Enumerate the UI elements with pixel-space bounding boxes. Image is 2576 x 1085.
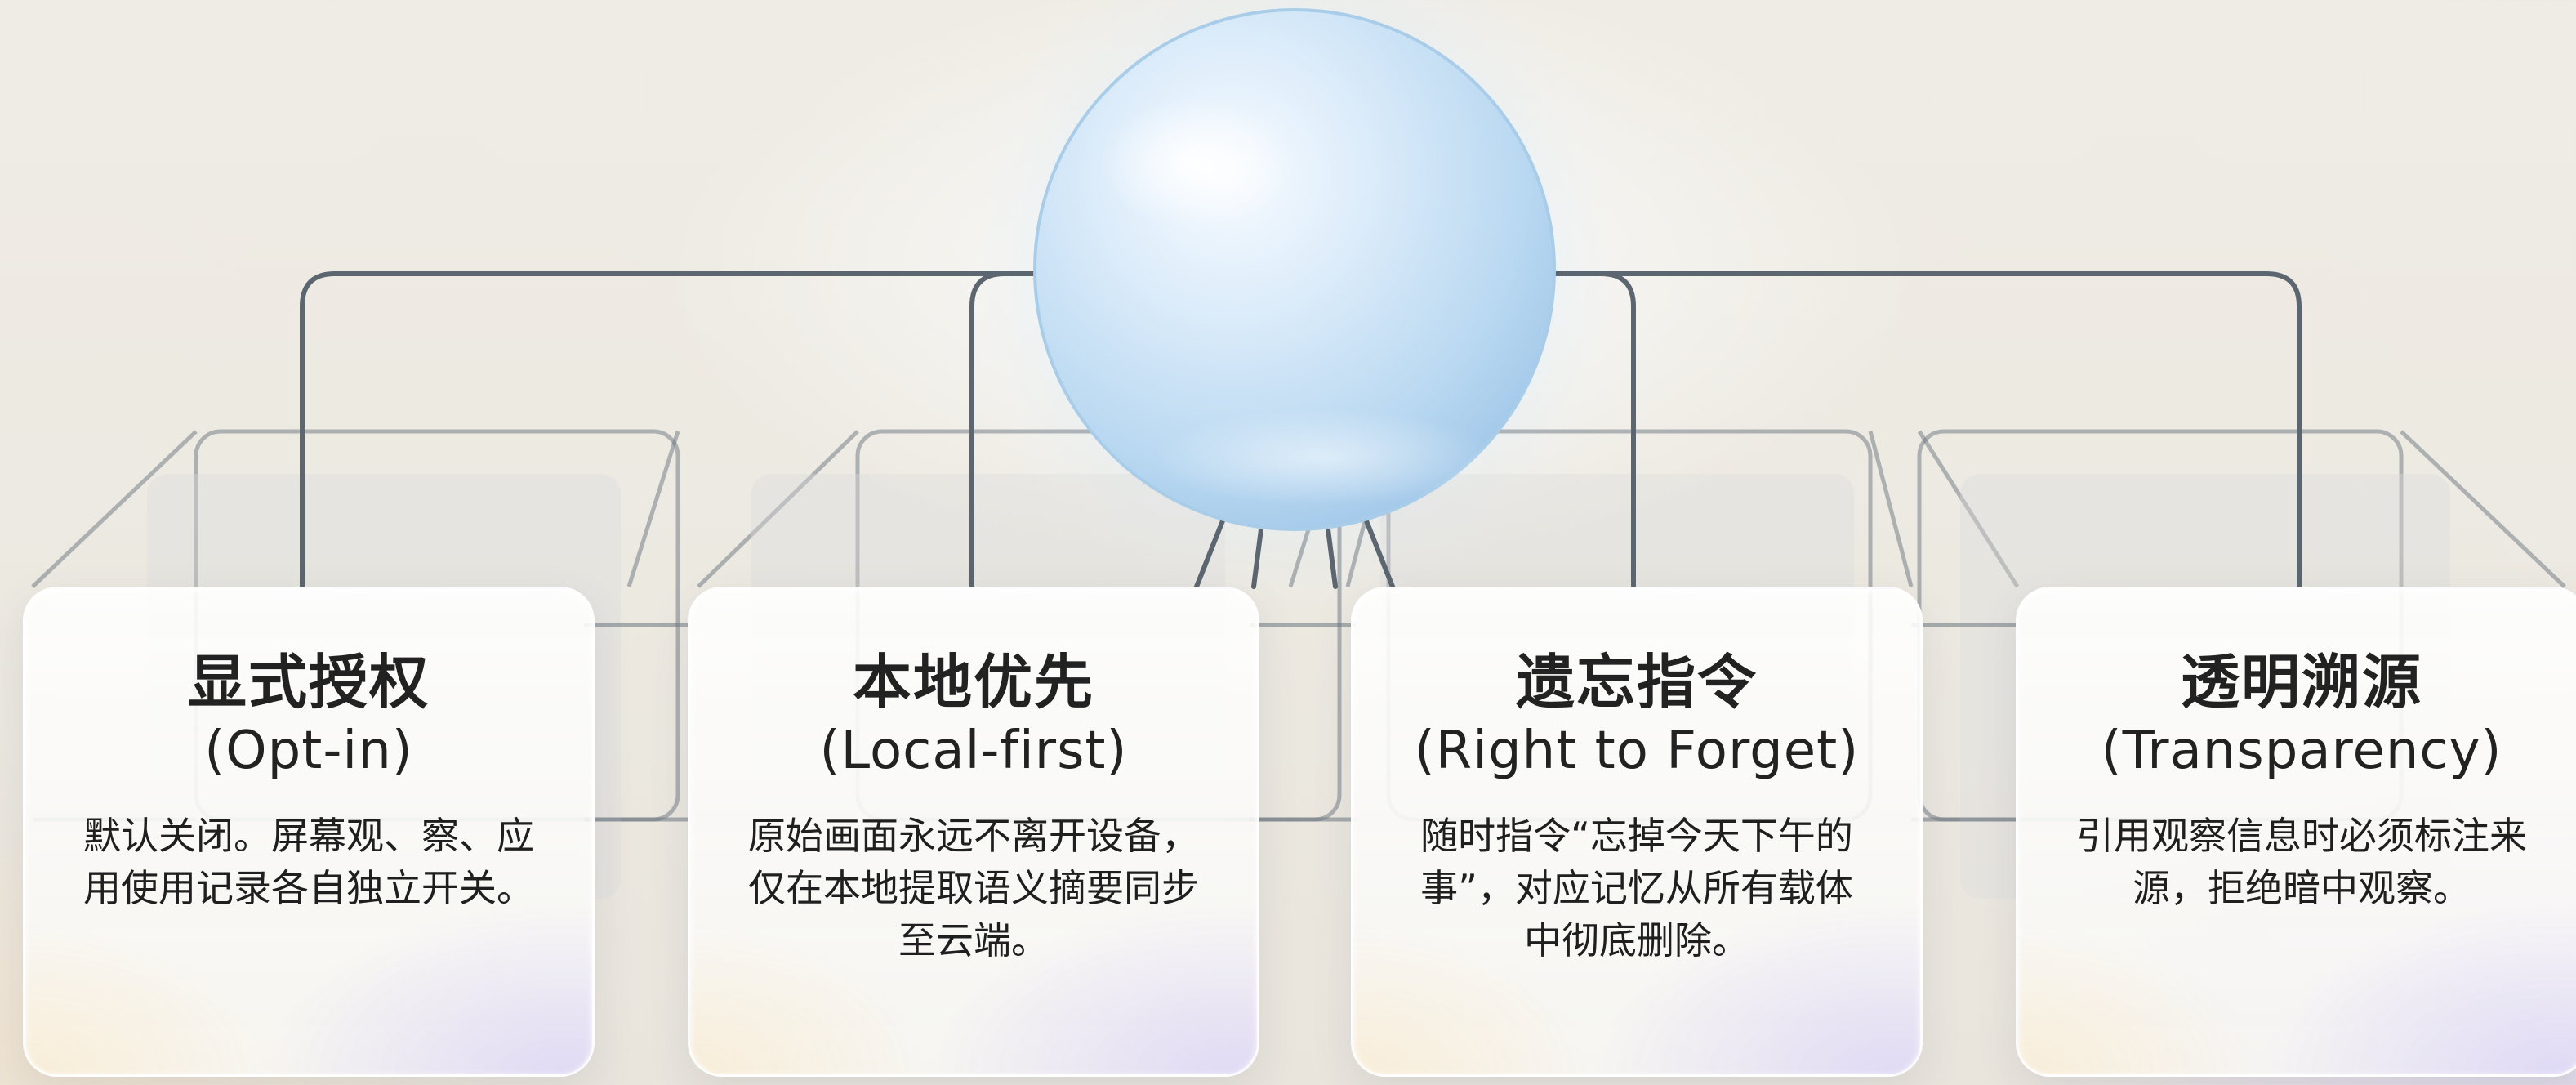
principle-card-right-to-forget: 遗忘指令 (Right to Forget) 随时指令“忘掉今天下午的事”，对应…	[1351, 587, 1923, 1077]
card-title: 透明溯源	[2180, 648, 2422, 717]
card-subtitle: (Local-first)	[819, 721, 1128, 781]
card-description: 随时指令“忘掉今天下午的事”，对应记忆从所有载体中彻底删除。	[1420, 814, 1853, 962]
card-subtitle: (Opt-in)	[204, 721, 413, 781]
card-subtitle: (Right to Forget)	[1414, 721, 1860, 781]
card-subtitle: (Transparency)	[2101, 721, 2502, 781]
principle-card-transparency: 透明溯源 (Transparency) 引用观察信息时必须标注来源，拒绝暗中观察…	[2016, 587, 2576, 1077]
card-description: 原始画面永远不离开设备，仅在本地提取语义摘要同步至云端。	[748, 814, 1199, 962]
horizontal-rails	[584, 623, 2017, 822]
principle-card-local-first: 本地优先 (Local-first) 原始画面永远不离开设备，仅在本地提取语义摘…	[688, 587, 1259, 1077]
card-title: 本地优先	[852, 648, 1094, 717]
connector-lines	[300, 271, 2302, 589]
sphere-rim-highlight	[1152, 409, 1495, 507]
card-title: 遗忘指令	[1515, 648, 1758, 717]
card-title: 显式授权	[187, 648, 430, 717]
card-description: 引用观察信息时必须标注来源，拒绝暗中观察。	[2076, 814, 2527, 910]
sphere-highlight	[1099, 98, 1295, 229]
principle-card-opt-in: 显式授权 (Opt-in) 默认关闭。屏幕观、察、应用使用记录各自独立开关。	[23, 587, 595, 1077]
card-description: 默认关闭。屏幕观、察、应用使用记录各自独立开关。	[83, 814, 534, 910]
